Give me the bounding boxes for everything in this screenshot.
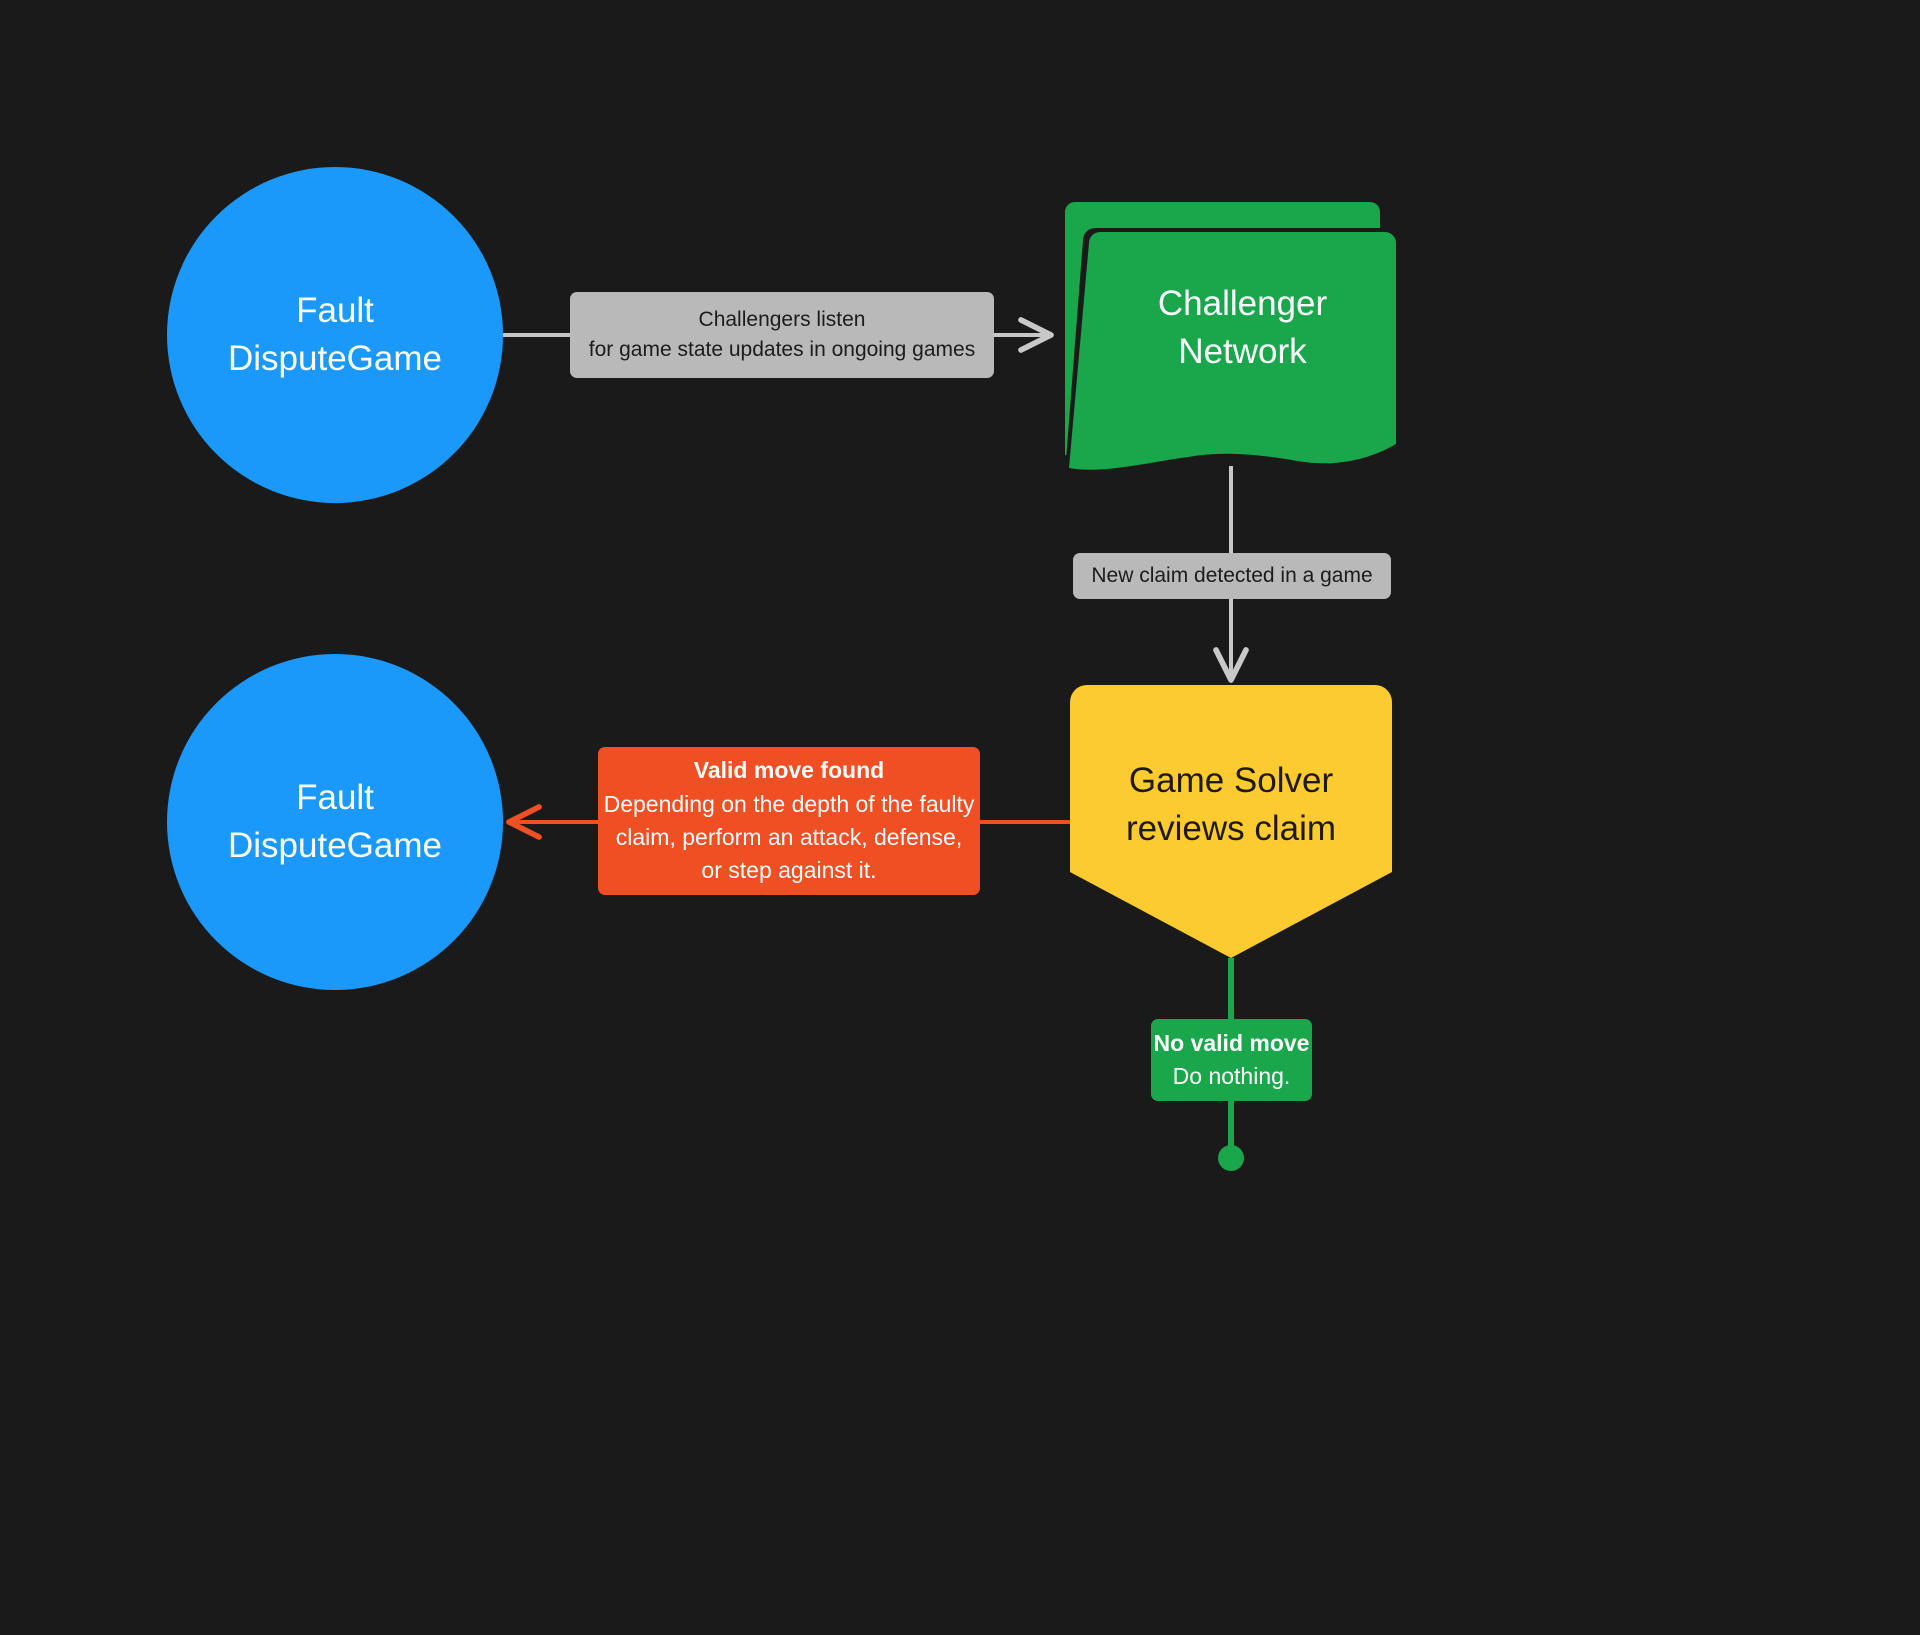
edge-label-line-1: Do nothing. [1172,1063,1291,1089]
edge-label-line-2: for game state updates in ongoing games [588,338,976,361]
edge-label-heading: Valid move found [693,757,885,784]
edge-label-line-2: claim, perform an attack, defense, [615,824,963,850]
document-front-sheet [1069,232,1396,470]
edge-label-challengers-listen: Challengers listen for game state update… [570,292,994,378]
node-fault-dispute-game-top[interactable] [167,167,503,503]
edge-label-heading: No valid move [1153,1029,1310,1056]
node-challenger-network[interactable] [1065,202,1398,475]
edge-label-line-1: Challengers listen [698,308,866,332]
terminator-dot [1218,1145,1244,1171]
edge-label-valid-move-found: Valid move found Depending on the depth … [598,747,980,895]
edge-label-line-1: New claim detected in a game [1091,564,1373,588]
node-fault-dispute-game-bottom[interactable] [167,654,503,990]
edge-label-line-3: or step against it. [701,857,877,884]
pentagon-shape [1070,685,1392,958]
edge-label-no-valid-move: No valid move Do nothing. [1151,1019,1312,1101]
edge-label-new-claim-detected: New claim detected in a game [1073,553,1391,599]
node-game-solver[interactable] [1070,685,1392,958]
edge-label-line-1: Depending on the depth of the faulty [603,790,975,817]
